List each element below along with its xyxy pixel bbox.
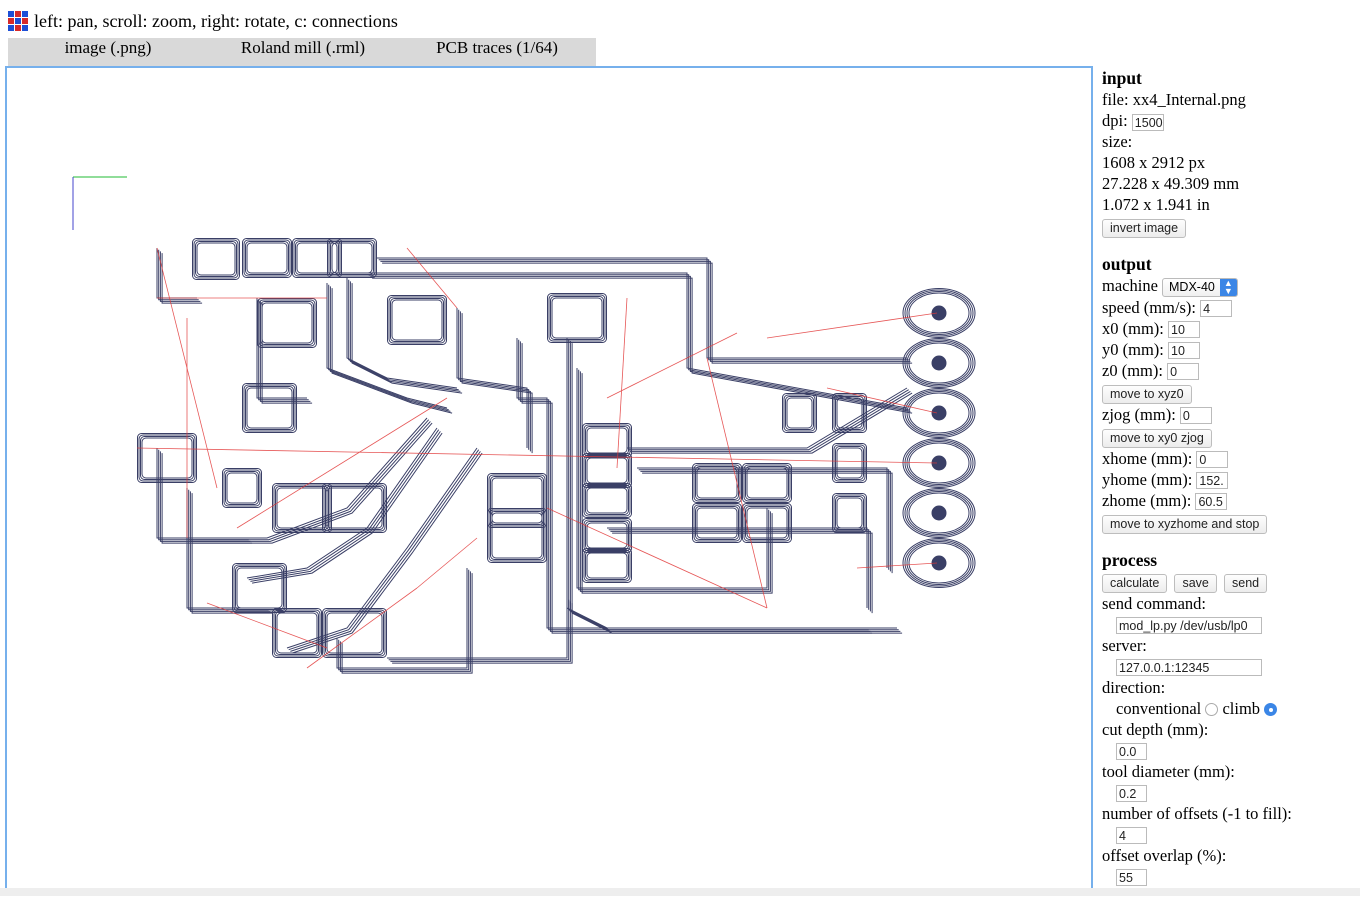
zjog-input[interactable]: 0 [1179, 407, 1212, 425]
top-bar: left: pan, scroll: zoom, right: rotate, … [8, 10, 398, 32]
xhome-row: xhome (mm): 0 [1102, 448, 1352, 469]
move-to-xyzhome-button[interactable]: move to xyzhome and stop [1102, 514, 1268, 534]
input-section-title: input [1102, 68, 1142, 88]
x0-label: x0 (mm): [1102, 318, 1164, 338]
move-to-xyz0-button[interactable]: move to xyz0 [1102, 384, 1192, 404]
select-arrows-icon: ▲▼ [1219, 278, 1237, 296]
file-label: file: [1102, 90, 1129, 109]
xhome-input[interactable]: 0 [1196, 451, 1229, 469]
x0-input[interactable]: 10 [1168, 321, 1200, 339]
horizontal-scrollbar[interactable] [0, 888, 1360, 896]
tool-diameter-input[interactable]: 0.2 [1116, 785, 1147, 803]
machine-row: machine MDX-40 ▲▼ [1102, 275, 1352, 297]
y0-row: y0 (mm): 10 [1102, 339, 1352, 360]
calculate-button[interactable]: calculate [1102, 573, 1168, 593]
machine-label: machine [1102, 276, 1158, 295]
move-to-xy0-zjog-button[interactable]: move to xy0 zjog [1102, 428, 1212, 448]
invert-image-button[interactable]: invert image [1102, 219, 1187, 238]
toolpath-canvas[interactable] [5, 66, 1093, 896]
controls-hint: left: pan, scroll: zoom, right: rotate, … [34, 10, 398, 31]
y0-label: y0 (mm): [1102, 339, 1164, 359]
tab-image-png[interactable]: image (.png) [64, 38, 152, 57]
direction-options: conventional climb [1102, 698, 1352, 719]
tab-bar: image (.png) Roland mill (.rml) PCB trac… [8, 38, 596, 68]
tab-roland-mill-rml[interactable]: Roland mill (.rml) [240, 38, 366, 57]
xhome-label: xhome (mm): [1102, 448, 1193, 468]
server-label: server: [1102, 635, 1147, 655]
dpi-input[interactable]: 1500 [1131, 113, 1164, 131]
overlap-input[interactable]: 55 [1116, 869, 1147, 887]
file-name: xx4_Internal.png [1132, 90, 1246, 109]
zjog-row: zjog (mm): 0 [1102, 404, 1352, 425]
pcb-pads [137, 238, 976, 658]
yhome-row: yhome (mm): 152. [1102, 469, 1352, 490]
speed-label: speed (mm/s): [1102, 297, 1196, 317]
conventional-label: conventional [1116, 698, 1202, 718]
settings-panel: input file: xx4_Internal.png dpi: 1500 s… [1102, 68, 1352, 887]
save-button[interactable]: save [1174, 573, 1217, 593]
send-button[interactable]: send [1224, 573, 1268, 593]
size-px: 1608 x 2912 px [1102, 153, 1206, 172]
offsets-label: number of offsets (-1 to fill): [1102, 803, 1292, 823]
zjog-label: zjog (mm): [1102, 404, 1176, 424]
grid-menu-icon[interactable] [8, 11, 28, 31]
speed-row: speed (mm/s): 4 [1102, 297, 1352, 318]
size-label: size: [1102, 132, 1133, 151]
process-section-title: process [1102, 549, 1158, 570]
send-command-label: send command: [1102, 593, 1207, 613]
process-buttons-row: calculate save send [1102, 571, 1352, 593]
send-command-input[interactable]: mod_lp.py /dev/usb/lp0 [1116, 617, 1262, 635]
dpi-row: dpi: 1500 [1102, 110, 1352, 131]
overlap-label: offset overlap (%): [1102, 845, 1227, 865]
climb-label: climb [1222, 698, 1261, 718]
tool-diameter-label: tool diameter (mm): [1102, 761, 1235, 781]
output-section-title: output [1102, 254, 1152, 274]
conventional-radio[interactable] [1205, 703, 1219, 717]
zhome-input[interactable]: 60.5 [1195, 493, 1228, 511]
server-input[interactable]: 127.0.0.1:12345 [1116, 659, 1262, 677]
zhome-row: zhome (mm): 60.5 [1102, 490, 1352, 511]
direction-label: direction: [1102, 677, 1166, 697]
cut-depth-label: cut depth (mm): [1102, 719, 1209, 739]
tab-pcb-traces[interactable]: PCB traces (1/64) [436, 38, 558, 57]
dpi-label: dpi: [1102, 111, 1128, 130]
yhome-input[interactable]: 152. [1196, 472, 1229, 490]
offsets-input[interactable]: 4 [1116, 827, 1147, 845]
size-in: 1.072 x 1.941 in [1102, 195, 1210, 214]
z0-label: z0 (mm): [1102, 360, 1163, 380]
size-mm: 27.228 x 49.309 mm [1102, 174, 1240, 193]
z0-row: z0 (mm): 0 [1102, 360, 1352, 381]
connection-lines [136, 247, 938, 669]
yhome-label: yhome (mm): [1102, 469, 1193, 489]
climb-radio[interactable] [1264, 703, 1278, 717]
y0-input[interactable]: 10 [1168, 342, 1200, 360]
z0-input[interactable]: 0 [1167, 363, 1200, 381]
toolpath-view [72, 176, 976, 674]
x0-row: x0 (mm): 10 [1102, 318, 1352, 339]
cut-depth-input[interactable]: 0.0 [1116, 743, 1147, 761]
speed-input[interactable]: 4 [1200, 300, 1233, 318]
zhome-label: zhome (mm): [1102, 490, 1192, 510]
file-row: file: xx4_Internal.png [1102, 89, 1352, 110]
machine-select[interactable]: MDX-40 ▲▼ [1162, 277, 1238, 297]
machine-value: MDX-40 [1169, 279, 1215, 294]
